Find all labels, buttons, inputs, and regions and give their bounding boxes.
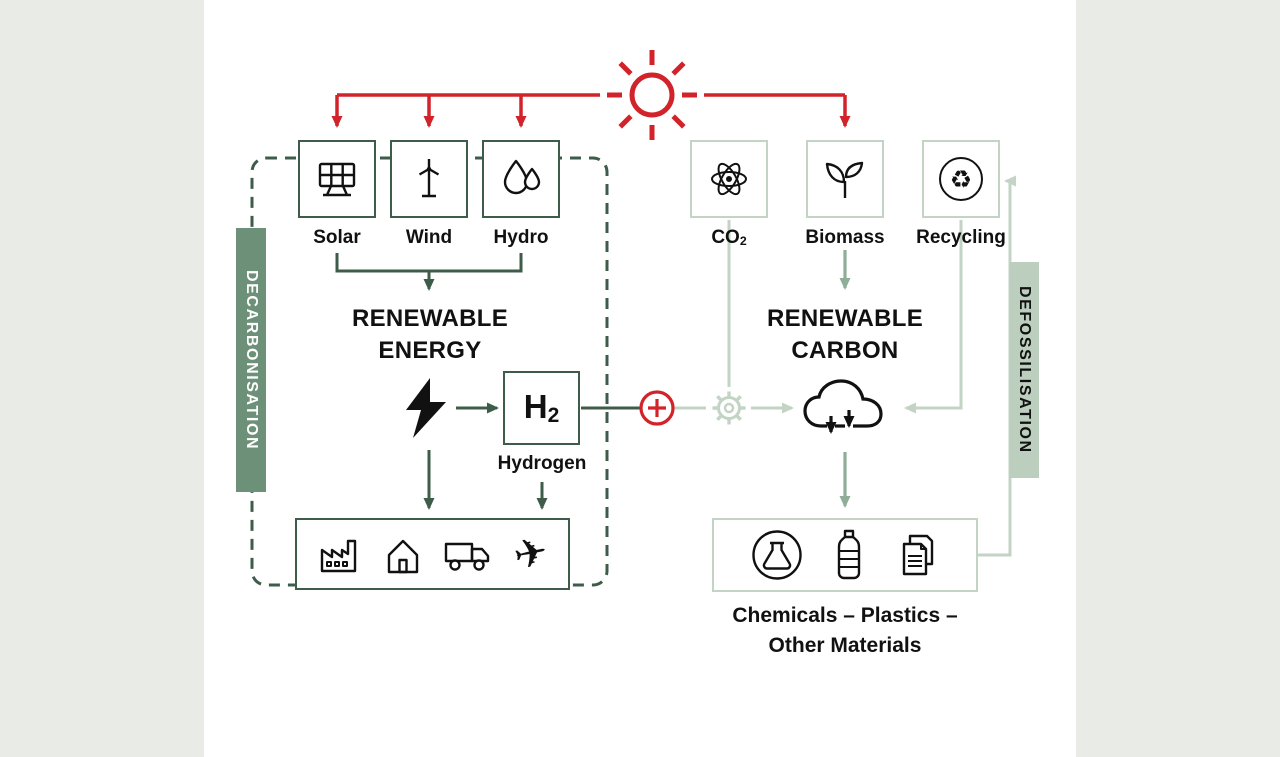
truck-icon [444,542,489,571]
energy-use-sectors-box: ✈ [295,518,570,590]
biomass-box [806,140,884,218]
house-icon [387,539,418,574]
products-caption: Chemicals – Plastics – Other Materials [695,601,995,661]
defossilisation-badge: DEFOSSILISATION [1009,262,1039,478]
sources-to-renewable-energy-arrow [335,253,523,289]
flask-icon [752,530,802,580]
biomass-label: Biomass [805,227,885,248]
wind-box [390,140,468,218]
products-caption-line2: Other Materials [768,634,922,657]
products-caption-line1: Chemicals – Plastics – [732,604,958,627]
recycling-icon: ♻ [939,157,983,201]
hydro-label: Hydro [493,227,549,248]
recycling-box: ♻ [922,140,1000,218]
plus-icon [639,390,675,426]
solar-panel-icon [318,162,356,197]
seedling-icon [825,161,864,198]
sun-to-sources-arrows [331,93,851,128]
products-box [712,518,978,592]
bottle-icon [837,529,861,580]
solar-box [298,140,376,218]
cloud-download-icon [803,379,883,434]
renewable-energy-line1: RENEWABLE [351,305,509,332]
renewable-carbon-line2: CARBON [791,337,899,364]
wind-turbine-icon [418,159,440,198]
decarbonisation-badge-text: DECARBONISATION [243,269,260,451]
sun-icon [607,50,697,140]
dark-green-arrows [423,402,640,510]
co2-box [690,140,768,218]
decarbonisation-badge: DECARBONISATION [236,228,266,492]
hydrogen-label: Hydrogen [497,453,587,474]
recycling-label: Recycling [916,227,1006,248]
renewable-energy-title: RENEWABLE ENERGY [315,303,545,367]
hydro-box [482,140,560,218]
co2-label: CO2 [711,227,747,249]
background-panel-right [1076,0,1280,757]
water-drops-icon [503,159,541,195]
hydrogen-box: H2 [503,371,580,445]
factory-icon [320,539,356,573]
hydrogen-symbol: H2 [523,387,560,428]
renewable-carbon-line1: RENEWABLE [766,305,924,332]
airplane-icon: ✈ [509,528,552,580]
defossilisation-badge-text: DEFOSSILISATION [1016,286,1033,454]
solar-label: Solar [313,227,361,248]
lightning-icon [406,378,446,438]
light-green-lines [674,175,1016,557]
gear-icon [712,391,746,425]
recycling-glyph: ♻ [949,164,973,194]
background-panel-left [0,0,204,757]
renewable-energy-line2: ENERGY [378,337,482,364]
wind-label: Wind [405,227,453,248]
atom-icon [711,162,747,196]
renewable-carbon-title: RENEWABLE CARBON [730,303,960,367]
documents-icon [902,534,934,576]
